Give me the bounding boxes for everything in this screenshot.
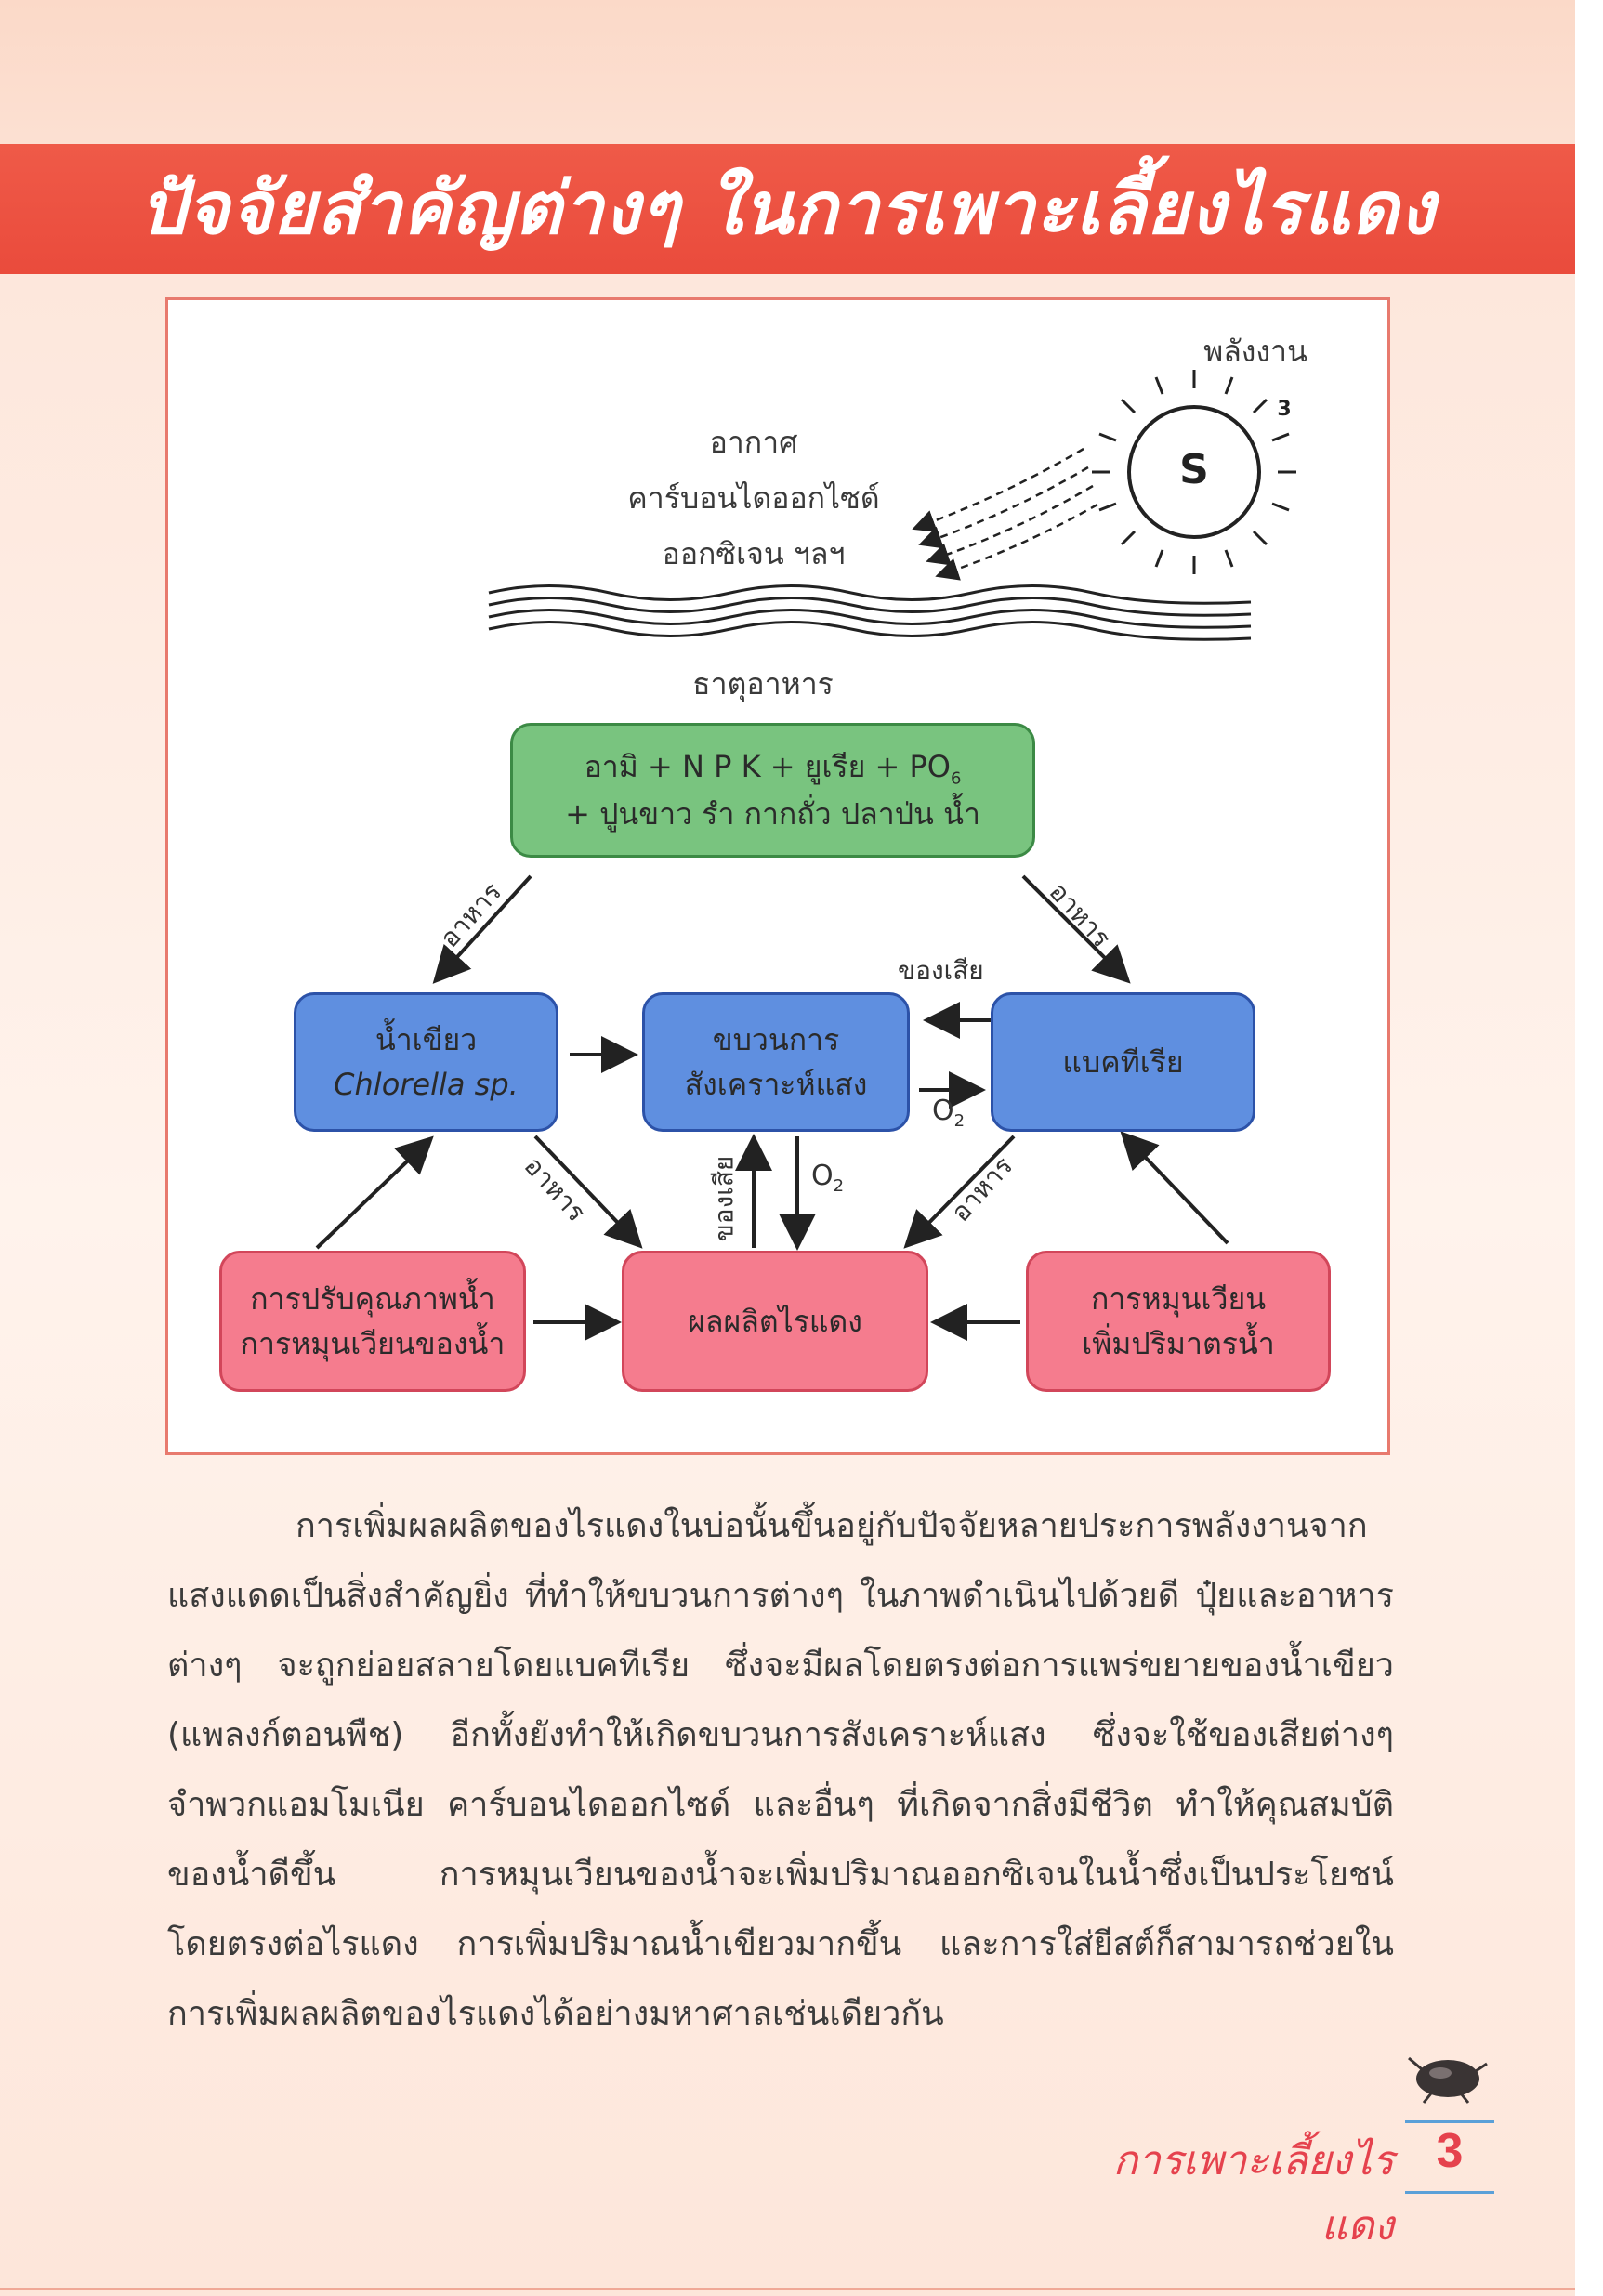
page-bottom-line: [0, 2288, 1575, 2290]
bacteria-box: แบคทีเรีย: [991, 992, 1255, 1132]
oxygen-label-down: O2: [811, 1160, 845, 1196]
footer-book-title: การเพาะเลี้ยงไรแดง: [1112, 2137, 1394, 2250]
photosynthesis-line-2: สังเคราะห์แสง: [684, 1067, 868, 1102]
photosynthesis-line-1: ขบวนการ: [712, 1022, 840, 1057]
sun-rays: [912, 447, 1098, 581]
sun-letter: S: [1179, 446, 1209, 493]
page-title: ปัจจัยสำคัญต่างๆ ในการเพาะเลี้ยงไรแดง: [139, 166, 1436, 251]
water-waves: [488, 584, 1252, 641]
product-label: ผลผลิตไรแดง: [688, 1304, 862, 1339]
energy-label: พลังงาน: [1203, 334, 1307, 369]
waste-label-top: ของเสีย: [898, 955, 984, 986]
air-label: อากาศ: [709, 425, 798, 460]
title-banner: ปัจจัยสำคัญต่างๆ ในการเพาะเลี้ยงไรแดง: [0, 144, 1575, 274]
diagram-graphics: [315, 370, 1296, 1341]
nutrients-line-2: + ปูนขาว รำ กากถั่ว ปลาป่น น้ำ: [565, 795, 980, 832]
circulation-line-2: เพิ่มปริมาตรน้ำ: [1082, 1326, 1275, 1361]
oxygen-label-right: O2: [932, 1095, 966, 1131]
water-quality-line-1: การปรับคุณภาพน้ำ: [250, 1281, 495, 1317]
product-box: ผลผลิตไรแดง: [622, 1251, 928, 1392]
factors-diagram: พลังงาน S 3 อากาศ คาร์บอนไดออกไซด์ ออกซิ…: [165, 297, 1390, 1455]
sun-icon: [1092, 370, 1296, 574]
page-number: 3: [1436, 2124, 1464, 2178]
nutrients-box: อามิ + N P K + ยูเรีย + PO6 + ปูนขาว รำ …: [510, 723, 1035, 858]
body-paragraph: การเพิ่มผลผลิตของไรแดงในบ่อนั้นขึ้นอยู่ก…: [167, 1507, 1394, 2033]
oxygen-etc-label: ออกซิเจน ฯลฯ: [662, 536, 846, 571]
photosynthesis-box: ขบวนการ สังเคราะห์แสง: [642, 992, 910, 1132]
circulation-box: การหมุนเวียน เพิ่มปริมาตรน้ำ: [1026, 1251, 1331, 1392]
nutrients-label: ธาตุอาหาร: [692, 666, 834, 702]
chlorella-label: Chlorella sp.: [334, 1067, 519, 1102]
footer-line-bottom: [1405, 2191, 1494, 2194]
circulation-line-1: การหมุนเวียน: [1090, 1281, 1267, 1317]
water-quality-box: การปรับคุณภาพน้ำ การหมุนเวียนของน้ำ: [219, 1251, 526, 1392]
diagram-arrows: [315, 874, 1229, 1341]
water-flea-icon: [1408, 2056, 1488, 2104]
nutrients-line-1: อามิ + N P K + ยูเรีย + PO6: [584, 749, 962, 789]
sun-number: 3: [1277, 398, 1292, 421]
water-quality-line-2: การหมุนเวียนของน้ำ: [240, 1326, 506, 1361]
bacteria-label: แบคทีเรีย: [1062, 1044, 1184, 1080]
algae-label: น้ำเขียว: [374, 1022, 478, 1057]
waste-label-vertical: ของเสีย: [708, 1155, 740, 1242]
algae-box: น้ำเขียว Chlorella sp.: [294, 992, 558, 1132]
footer-line-top: [1405, 2120, 1494, 2123]
page-right-edge: [1575, 0, 1603, 2296]
body-text: การเพิ่มผลผลิตของไรแดงในบ่อนั้นขึ้นอยู่ก…: [167, 1491, 1394, 2049]
carbon-dioxide-label: คาร์บอนไดออกไซด์: [627, 480, 880, 516]
